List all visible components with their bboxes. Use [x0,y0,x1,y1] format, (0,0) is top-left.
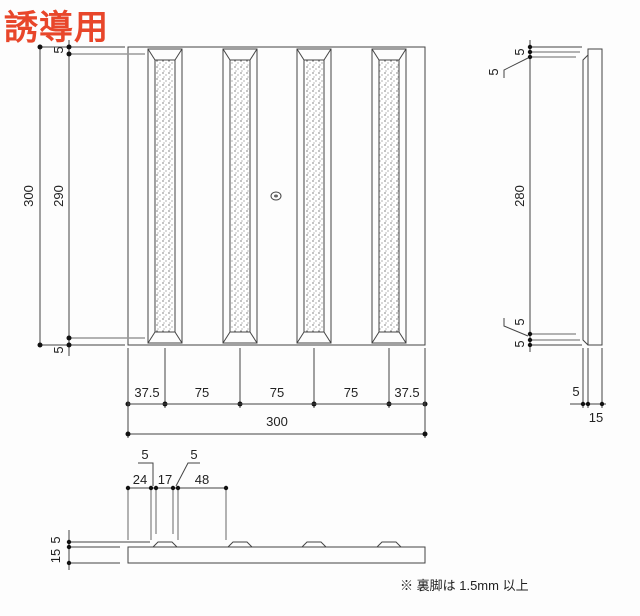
section-bump [152,541,178,548]
dim-base-thickness: 15 [48,549,63,563]
guide-bar [222,48,258,344]
dim-spacing-4: 75 [344,385,358,400]
dim-bump-height: 5 [48,536,63,543]
section-bump [376,541,402,548]
guide-bar [147,48,183,344]
dim-side-top-a: 5 [512,48,527,55]
dim-side-height: 280 [512,185,527,207]
dim-height-inner: 290 [51,185,66,207]
dim-side-bottom-a: 5 [512,318,527,325]
plan-view: 300 290 5 5 37.5 75 75 75 37.5 300 [21,40,428,438]
guide-bar [296,48,332,344]
dim-side-top-b: 5 [486,68,501,75]
dim-spacing-3: 75 [270,385,284,400]
dim-gap: 48 [195,472,209,487]
note-text: ※ 裏脚は 1.5mm 以上 [400,578,529,593]
dim-width-total: 300 [266,414,288,429]
dim-slope-left: 5 [141,447,148,462]
section-bump [301,541,327,548]
page-title: 誘導用 [4,8,109,48]
dim-spacing-2: 75 [195,385,209,400]
dim-side-offset: 5 [572,384,579,399]
dim-side-bottom-b: 5 [512,340,527,347]
section-view: 5 15 24 17 48 5 5 [48,447,426,570]
tile-outline [127,46,426,346]
dim-slope-right: 5 [190,447,197,462]
center-bolt-icon [270,191,282,201]
dim-spacing-5: 37.5 [394,385,419,400]
dim-spacing-1: 37.5 [134,385,159,400]
guide-bar [371,48,407,344]
dim-height-total: 300 [21,185,36,207]
dim-top: 17 [158,472,172,487]
dim-side-thickness: 15 [589,410,603,425]
section-bump [227,541,253,548]
side-view: 5 5 280 5 5 5 15 [486,40,606,425]
dim-bottom-margin: 5 [51,346,66,353]
dim-top-margin: 5 [51,46,66,53]
dim-edge: 24 [133,472,147,487]
